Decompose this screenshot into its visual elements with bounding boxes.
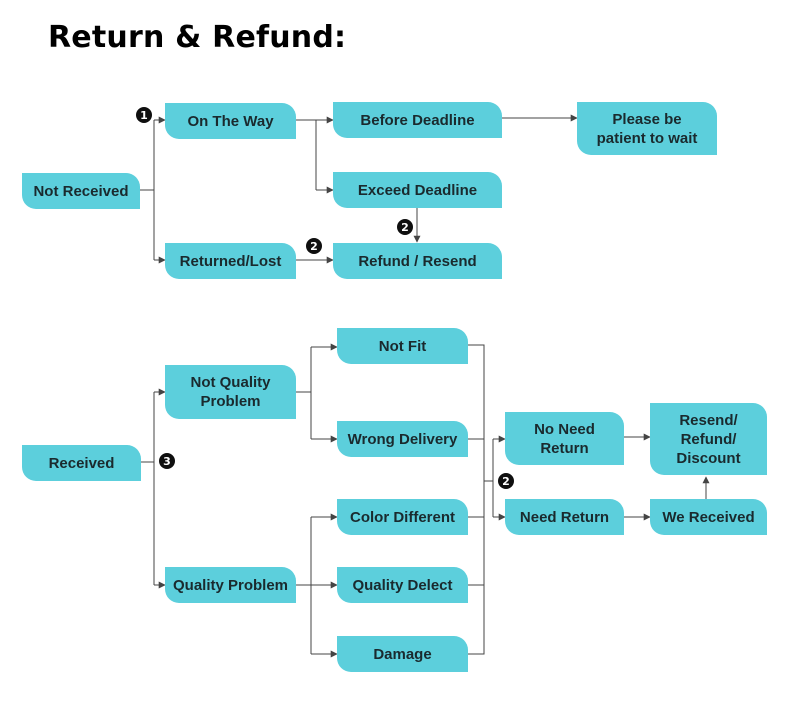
step-badge: 1 bbox=[136, 107, 152, 123]
node-need-return: Need Return bbox=[505, 499, 624, 535]
node-damage: Damage bbox=[337, 636, 468, 672]
node-we-received: We Received bbox=[650, 499, 767, 535]
node-color-different: Color Different bbox=[337, 499, 468, 535]
node-no-need-return: No Need Return bbox=[505, 412, 624, 465]
node-not-fit: Not Fit bbox=[337, 328, 468, 364]
node-quality-defect: Quality Delect bbox=[337, 567, 468, 603]
node-not-quality-problem: Not Quality Problem bbox=[165, 365, 296, 419]
step-badge: 2 bbox=[498, 473, 514, 489]
node-refund-resend: Refund / Resend bbox=[333, 243, 502, 279]
step-badge: 2 bbox=[306, 238, 322, 254]
step-badge: 3 bbox=[159, 453, 175, 469]
node-please-wait: Please be patient to wait bbox=[577, 102, 717, 155]
node-wrong-delivery: Wrong Delivery bbox=[337, 421, 468, 457]
step-badge: 2 bbox=[397, 219, 413, 235]
node-before-deadline: Before Deadline bbox=[333, 102, 502, 138]
node-exceed-deadline: Exceed Deadline bbox=[333, 172, 502, 208]
node-quality-problem: Quality Problem bbox=[165, 567, 296, 603]
node-received: Received bbox=[22, 445, 141, 481]
page-title: Return & Refund: bbox=[48, 20, 347, 55]
node-on-the-way: On The Way bbox=[165, 103, 296, 139]
node-returned-lost: Returned/Lost bbox=[165, 243, 296, 279]
node-resend-refund-discount: Resend/ Refund/ Discount bbox=[650, 403, 767, 475]
node-not-received: Not Received bbox=[22, 173, 140, 209]
